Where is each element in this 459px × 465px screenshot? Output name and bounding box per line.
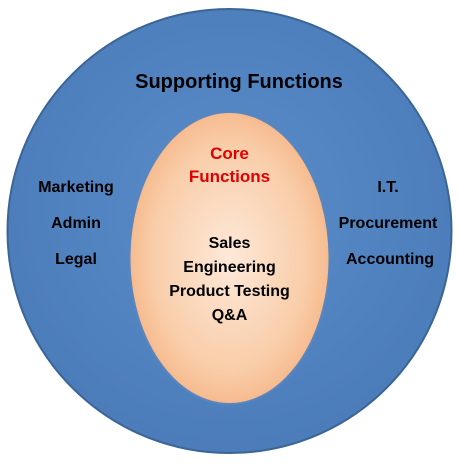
core-item-product-testing: Product Testing — [169, 283, 290, 300]
core-functions-title-line2: Functions — [189, 167, 270, 186]
right-item-accounting: Accounting — [346, 251, 434, 268]
core-functions-title-line1: Core — [210, 144, 249, 163]
core-item-sales: Sales — [209, 235, 251, 252]
left-item-legal: Legal — [55, 251, 97, 268]
left-item-admin: Admin — [51, 215, 101, 232]
right-item-it: I.T. — [377, 179, 398, 196]
core-item-qa: Q&A — [212, 307, 248, 324]
core-item-engineering: Engineering — [183, 259, 275, 276]
left-item-marketing: Marketing — [38, 179, 114, 196]
right-item-procurement: Procurement — [339, 215, 438, 232]
core-functions-ellipse — [128, 111, 331, 405]
supporting-functions-title: Supporting Functions — [135, 71, 343, 93]
